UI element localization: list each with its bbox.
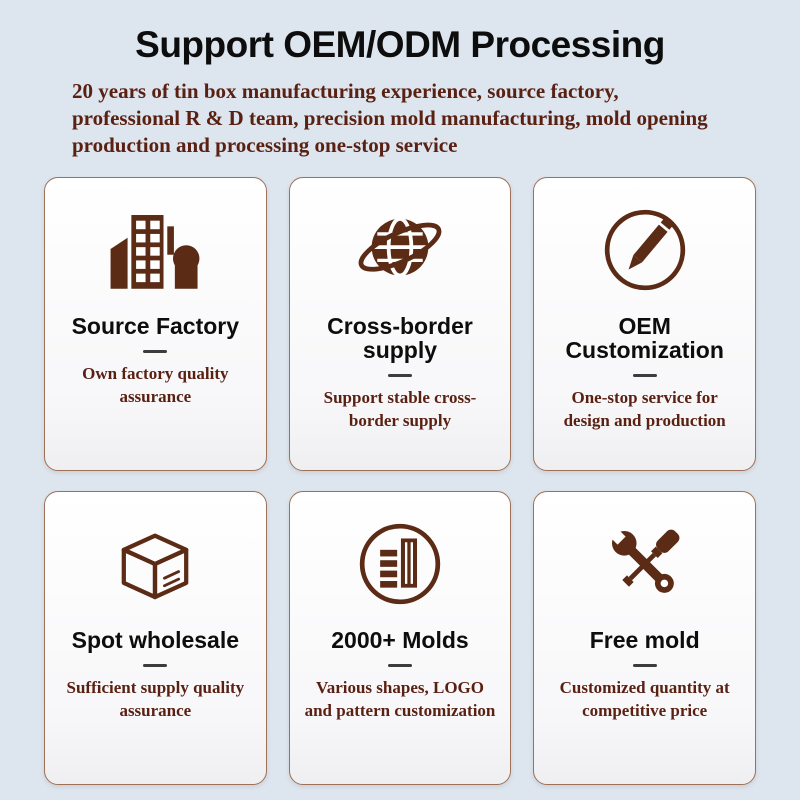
card-cross-border-supply: Cross-border supply Support stable cross… [288, 176, 512, 471]
card-title: Free mold [589, 626, 700, 653]
card-2000-molds: 2000+ Molds Various shapes, LOGO and pat… [288, 490, 512, 785]
card-title: Spot wholesale [71, 626, 240, 653]
title-divider [143, 663, 168, 667]
pencil-icon [593, 194, 697, 306]
title-divider [143, 349, 168, 353]
card-description: Sufficient supply quality assurance [66, 677, 245, 720]
page-title: Support OEM/ODM Processing [135, 24, 665, 65]
card-free-mold: Free mold Customized quantity at competi… [533, 490, 756, 785]
box-icon [103, 508, 207, 620]
card-title: Cross-border supply [327, 312, 473, 363]
card-source-factory: Source Factory Own factory quality assur… [44, 176, 267, 471]
building-icon [348, 508, 452, 620]
card-description: Customized quantity at competitive price [559, 677, 730, 720]
card-description: Own factory quality assurance [82, 363, 229, 406]
title-divider [387, 663, 412, 667]
card-description: Various shapes, LOGO and pattern customi… [304, 677, 496, 720]
card-oem-customization: OEM Customization One-stop service for d… [533, 176, 756, 471]
title-divider [632, 373, 657, 377]
globe-icon [348, 194, 452, 306]
title-divider [387, 373, 412, 377]
card-description: One-stop service for design and producti… [563, 387, 726, 430]
title-divider [632, 663, 657, 667]
card-title: Source Factory [71, 312, 240, 339]
factory-icon [103, 194, 207, 306]
card-title: 2000+ Molds [331, 626, 469, 653]
tools-icon [593, 508, 697, 620]
card-spot-wholesale: Spot wholesale Sufficient supply quality… [44, 490, 267, 785]
card-description: Support stable cross-border supply [323, 387, 477, 430]
page-subtitle: 20 years of tin box manufacturing experi… [72, 79, 708, 157]
card-title: OEM Customization [565, 312, 724, 363]
feature-cards-grid: Source Factory Own factory quality assur… [44, 176, 756, 785]
